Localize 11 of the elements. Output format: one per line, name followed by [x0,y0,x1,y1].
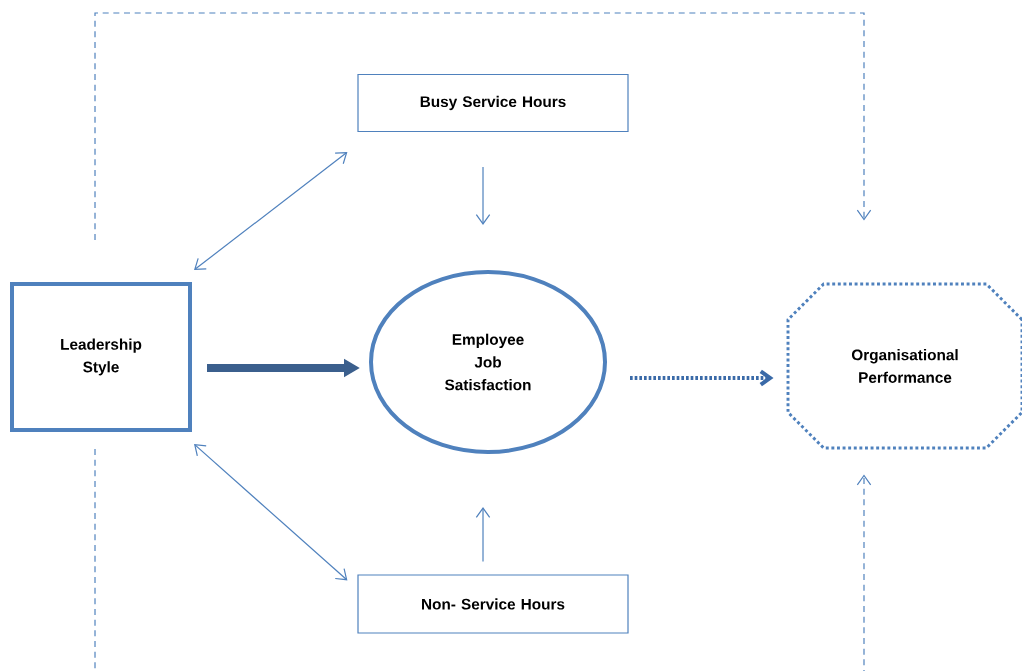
dotted-octagon: Organisational Performance [786,282,1022,450]
double-arrow [194,152,348,270]
double-arrow [194,444,348,581]
connector-arrow [94,448,872,671]
arrow [475,166,491,225]
rectangle-box: Non- Service Hours [357,574,629,634]
arrow [630,369,774,387]
square-box: Leadership Style [10,282,192,432]
rectangle-box: Busy Service Hours [357,73,629,133]
arrow [475,507,491,562]
connector-arrow [94,12,872,241]
